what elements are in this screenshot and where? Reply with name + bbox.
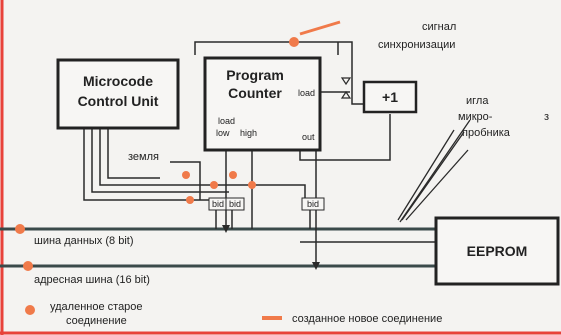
edge-mark: з bbox=[544, 111, 549, 123]
probe-label-2: микро- bbox=[458, 111, 493, 123]
legend-removed-line1: удаленное старое bbox=[50, 301, 143, 313]
eeprom-label: EEPROM bbox=[467, 243, 528, 259]
sync-switch-icon bbox=[340, 77, 352, 99]
pc-out-pin: out bbox=[302, 132, 315, 142]
mcu-title-line1: Microcode bbox=[83, 73, 153, 89]
pc-load-pin: load bbox=[298, 88, 315, 98]
data-bus-label: шина данных (8 bit) bbox=[34, 235, 133, 247]
pc-title-line2: Counter bbox=[228, 85, 282, 101]
program-counter: Program Counter load load low high out bbox=[203, 56, 322, 152]
buffer-label: bid bbox=[212, 199, 224, 209]
address-bus-label: адресная шина (16 bit) bbox=[34, 274, 150, 286]
buffer-1: bid bbox=[208, 197, 228, 211]
marker-created bbox=[289, 37, 299, 47]
pc-load-low-1: load bbox=[218, 116, 235, 126]
marker-data-bus bbox=[15, 224, 25, 234]
legend: удаленное старое соединение созданное но… bbox=[25, 301, 442, 327]
marker-removed bbox=[248, 181, 256, 189]
probe-label-3: пробника bbox=[462, 127, 511, 139]
marker-removed bbox=[186, 196, 194, 204]
markers bbox=[15, 20, 341, 271]
legend-removed-marker bbox=[25, 305, 35, 315]
mcu-title-line2: Control Unit bbox=[78, 93, 159, 109]
buffer-2: bid bbox=[225, 197, 245, 211]
buffer-3: bid bbox=[301, 197, 325, 211]
marker-removed bbox=[210, 181, 218, 189]
arrowheads bbox=[222, 225, 320, 270]
marker-address-bus bbox=[23, 261, 33, 271]
pc-title-line1: Program bbox=[226, 67, 284, 83]
wires bbox=[83, 41, 436, 266]
buffers: bid bid bid bbox=[208, 197, 325, 211]
ground-label: земля bbox=[128, 151, 159, 163]
marker-removed bbox=[182, 171, 190, 179]
marker-sync-line bbox=[299, 20, 341, 36]
eeprom-block: EEPROM bbox=[434, 216, 560, 286]
buffer-label: bid bbox=[307, 199, 319, 209]
probe-needle-icon bbox=[397, 119, 471, 223]
pc-load-low-2: low bbox=[216, 128, 230, 138]
pc-load-high: high bbox=[240, 128, 257, 138]
probe-label-1: игла bbox=[466, 95, 489, 107]
legend-removed-line2: соединение bbox=[66, 315, 127, 327]
marker-removed bbox=[229, 171, 237, 179]
microcode-control-unit: Microcode Control Unit bbox=[56, 58, 180, 130]
incrementer-label: +1 bbox=[382, 89, 398, 105]
buffer-label: bid bbox=[229, 199, 241, 209]
signal-label-2: синхронизации bbox=[378, 39, 455, 51]
incrementer-block: +1 bbox=[362, 80, 418, 114]
legend-created-label: созданное новое соединение bbox=[292, 313, 442, 325]
signal-label-1: сигнал bbox=[422, 21, 456, 33]
